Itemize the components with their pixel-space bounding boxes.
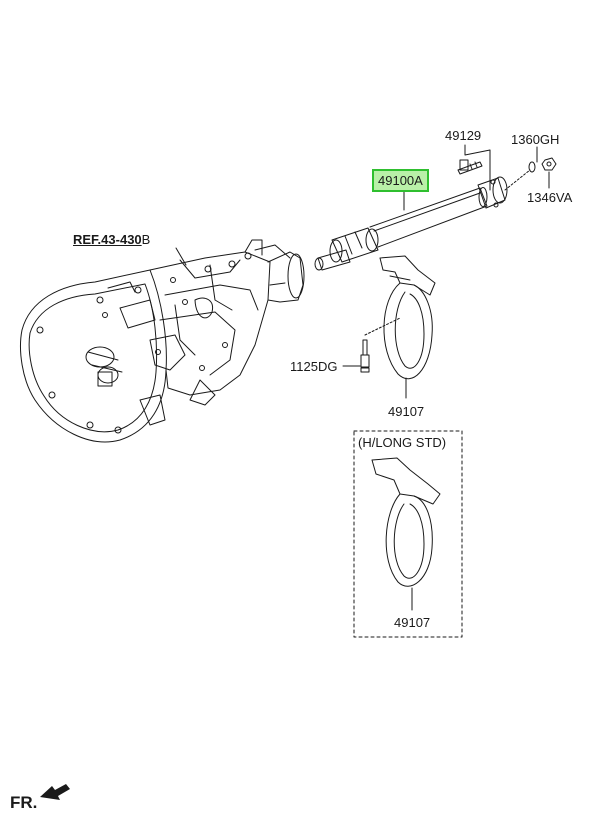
part-1125dg-label[interactable]: 1125DG: [290, 359, 338, 374]
part-49129-label[interactable]: 49129: [445, 128, 482, 143]
front-direction-arrow: [40, 784, 70, 800]
bolt-1125dg-axis: [364, 317, 401, 336]
variant-part-49107-label[interactable]: 49107: [394, 615, 431, 630]
center-bearing-bracket: [379, 255, 436, 380]
part-49107-label[interactable]: 49107: [388, 404, 425, 419]
part-1360gh-label[interactable]: 1360GH: [511, 132, 560, 147]
bolt-1125dg: [360, 339, 370, 373]
front-direction-label: FR.: [10, 793, 38, 812]
variant-box-title: (H/LONG STD): [358, 435, 447, 450]
variant-box-frame: [353, 430, 463, 638]
ref-label-group: REF.43-430B: [73, 232, 150, 247]
part-49100a-label[interactable]: 49100A: [372, 169, 429, 192]
nut-1346va: [541, 157, 557, 171]
variant-bracket: [371, 457, 441, 587]
part-49129-leader: [464, 144, 491, 191]
washer-1360gh: [528, 161, 536, 173]
ref-label[interactable]: REF.43-430: [73, 232, 142, 247]
part-1346va-label[interactable]: 1346VA: [527, 190, 573, 205]
transmission-assembly: [20, 239, 305, 443]
bolt-49129: [457, 159, 483, 175]
propeller-shaft: [314, 176, 508, 271]
bolt-axis-line: [504, 169, 531, 191]
ref-leader-line: [175, 247, 187, 266]
ref-label-suffix: B: [141, 232, 151, 247]
